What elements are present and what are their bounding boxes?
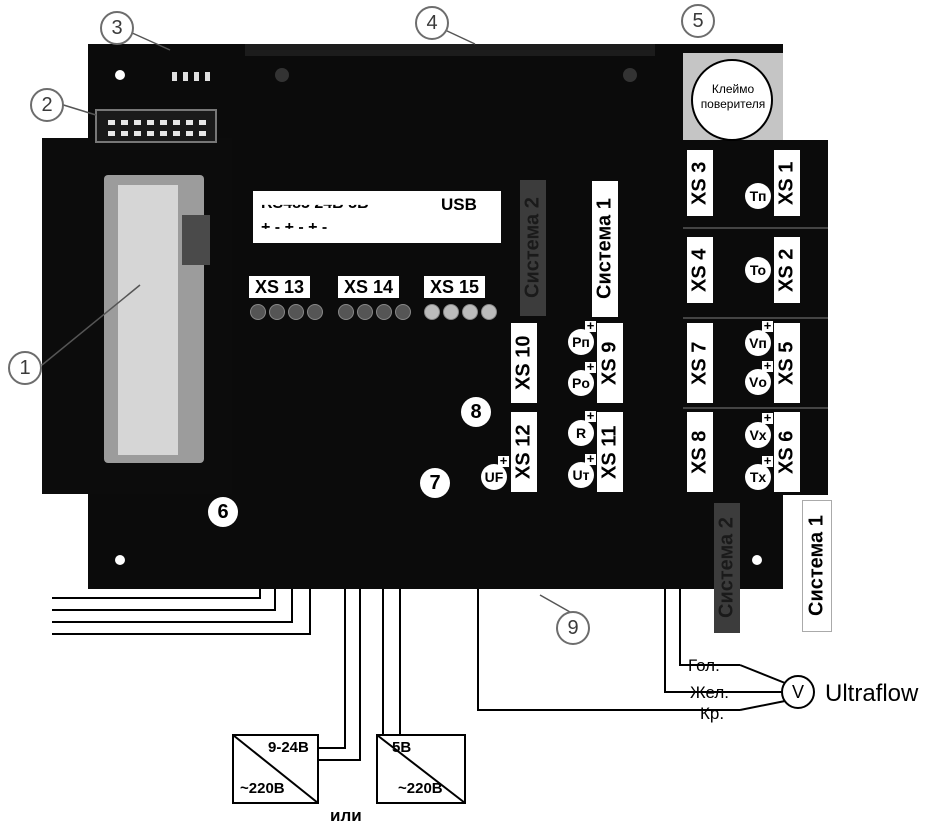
interface-label-panel: RS485 24В 5В USB + - + - + - xyxy=(253,191,501,243)
callout-1-leader xyxy=(41,284,141,366)
system2-board-label: Система 2 xyxy=(520,180,546,316)
flowmeter-symbol xyxy=(781,675,815,709)
xs15-label: XS 15 xyxy=(424,276,486,298)
system2-output-label: Система 2 xyxy=(714,503,740,633)
board-top-ridge xyxy=(245,44,655,56)
callout-1: 1 xyxy=(8,351,42,385)
flowmeter-name: Ultraflow xyxy=(825,680,919,707)
sensor-po-plus: + xyxy=(585,359,596,374)
xs1-label: XS 1 xyxy=(774,150,800,216)
callout-2: 2 xyxy=(30,88,64,122)
sensor-r: R xyxy=(568,420,594,446)
sensor-vo-plus: + xyxy=(762,358,773,373)
psu1-bottom-label: ~220В xyxy=(240,780,285,797)
xs8-label: XS 8 xyxy=(687,412,713,492)
xs4-label: XS 4 xyxy=(687,237,713,303)
power-or-label: или xyxy=(330,806,362,825)
xs13-pins xyxy=(250,304,326,325)
callout-6: 6 xyxy=(208,497,238,527)
sensor-uf: UF xyxy=(481,464,507,490)
xs13-label: XS 13 xyxy=(249,276,311,298)
xs12-label: XS 12 xyxy=(511,412,537,492)
xs5-label: XS 5 xyxy=(774,323,800,403)
sensor-vx-plus: + xyxy=(762,410,773,425)
xs7-label: XS 7 xyxy=(687,323,713,403)
xs3-label: XS 3 xyxy=(687,150,713,216)
sensor-vo: Vо xyxy=(745,369,771,395)
sensor-vp: Vп xyxy=(745,330,771,356)
interface-line2: + - + - + - xyxy=(261,219,328,236)
psu1-top-label: 9-24В xyxy=(268,739,309,756)
sensor-vp-plus: + xyxy=(762,318,773,333)
sensor-tx-plus: + xyxy=(762,453,773,468)
xs11-label: XS 11 xyxy=(597,412,623,492)
xs10-label: XS 10 xyxy=(511,323,537,403)
sensor-r-plus: + xyxy=(585,408,596,423)
psu2-bottom-label: ~220В xyxy=(398,780,443,797)
xs15-pins xyxy=(424,304,500,325)
ribbon-header xyxy=(95,109,217,143)
sensor-tp: Тп xyxy=(745,183,771,209)
sensor-uf-plus: + xyxy=(498,453,509,468)
xs14-label: XS 14 xyxy=(338,276,400,298)
sensor-vx: Vx xyxy=(745,422,771,448)
sensor-to: То xyxy=(745,257,771,283)
callout-9: 9 xyxy=(556,611,590,645)
callout-5: 5 xyxy=(681,4,715,38)
flowmeter-v: V xyxy=(791,682,804,702)
sensor-ut: Uт xyxy=(568,462,594,488)
callout-8: 8 xyxy=(461,397,491,427)
callout-4: 4 xyxy=(415,6,449,40)
sensor-pp-plus: + xyxy=(585,318,596,333)
xs9-label: XS 9 xyxy=(597,323,623,403)
xs2-label: XS 2 xyxy=(774,237,800,303)
wire-label-zhel: Жел. xyxy=(690,683,730,702)
system1-output-label: Система 1 xyxy=(802,500,832,632)
sensor-pp: Pп xyxy=(568,329,594,355)
xs14-pins xyxy=(338,304,414,325)
sensor-po: Pо xyxy=(568,370,594,396)
seal-label: Клеймо поверителя xyxy=(700,82,766,111)
wire-label-gol: Гол. xyxy=(688,656,720,675)
sensor-ut-plus: + xyxy=(585,451,596,466)
psu2-top-label: 5В xyxy=(392,739,412,756)
system1-board-label: Система 1 xyxy=(592,181,618,317)
interface-line1: RS485 24В 5В xyxy=(261,195,369,212)
usb-label: USB xyxy=(441,195,477,214)
sensor-tx: Tx xyxy=(745,464,771,490)
callout-7: 7 xyxy=(420,468,450,498)
xs6-label: XS 6 xyxy=(774,412,800,492)
callout-3: 3 xyxy=(100,11,134,45)
wire-label-kr: Кр. xyxy=(700,704,725,723)
